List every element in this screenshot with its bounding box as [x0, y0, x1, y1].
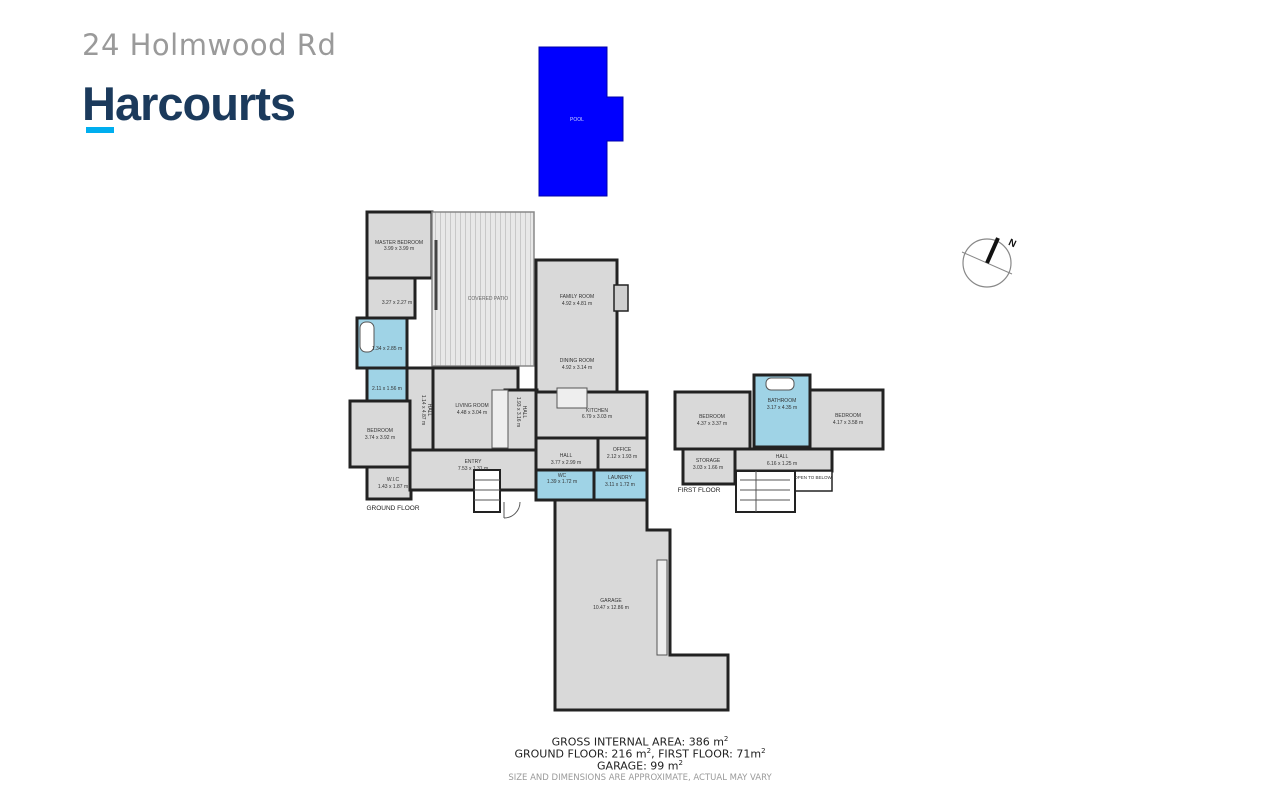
bathroom-first-dim: 3.17 x 4.35 m: [767, 405, 797, 411]
first-floor-details: [740, 377, 795, 512]
bedroom-first-2-label: BEDROOM: [835, 413, 861, 419]
north-compass-icon: N: [961, 237, 1018, 288]
walk-in-closet-label: W.I.C: [387, 477, 400, 483]
bathroom-dim: 1.34 x 2.85 m: [372, 346, 402, 352]
hall-first-label: HALL: [776, 454, 789, 460]
ground-floor-plan: [348, 210, 730, 712]
laundry-label: LAUNDRY: [608, 475, 632, 481]
covered-patio: [431, 211, 535, 367]
hall-mid-dim: 1.93 x 3.16 m: [515, 397, 521, 427]
brand-logo-accent: [86, 127, 114, 133]
hall-ground-dim: 3.77 x 2.99 m: [551, 460, 581, 466]
bedroom-first-1-dim: 4.37 x 3.37 m: [697, 421, 727, 427]
dining-room-label: DINING ROOM: [560, 358, 594, 364]
dining-room-dim: 4.92 x 3.14 m: [562, 365, 592, 371]
kitchen-label: KITCHEN: [586, 408, 608, 414]
covered-patio-label: COVERED PATIO: [468, 296, 508, 302]
family-room-dim: 4.92 x 4.81 m: [562, 301, 592, 307]
toilet: [365, 366, 409, 403]
hall-left-dim: 1.14 x 4.87 m: [420, 395, 426, 425]
hall-ground-label: HALL: [560, 453, 573, 459]
entry-dim: 7.53 x 1.31 m: [458, 466, 488, 472]
bedroom-first-2-dim: 4.17 x 3.58 m: [833, 420, 863, 426]
storage-label: STORAGE: [696, 458, 721, 464]
ground-floor-label: GROUND FLOOR: [366, 505, 419, 512]
ensuite-dim: 3.27 x 2.27 m: [382, 300, 412, 306]
open-to-below: [794, 470, 833, 492]
hall-left-label: HALL: [426, 404, 432, 417]
property-address: 24 Holmwood Rd: [82, 28, 337, 62]
office: [596, 436, 649, 472]
living-room-dim: 4.48 x 3.04 m: [457, 410, 487, 416]
office-dim: 2.12 x 1.93 m: [607, 454, 637, 460]
garage-label: GARAGE: [600, 598, 622, 604]
walk-in-closet: [365, 465, 413, 501]
laundry-dim: 3.11 x 1.72 m: [605, 482, 635, 488]
family-room-label: FAMILY ROOM: [560, 294, 594, 300]
master-bedroom-label: MASTER BEDROOM: [375, 240, 423, 246]
floor-plan-details: [359, 240, 668, 656]
brand-logo: Harcourts: [82, 77, 296, 130]
pool: POOL: [538, 46, 624, 197]
ensuite: [365, 276, 417, 320]
family-dining-room: [534, 258, 619, 394]
hall-first: [733, 447, 834, 473]
hall-mid-label: HALL: [521, 406, 527, 419]
gross-area: GROSS INTERNAL AREA: 386 m2: [551, 735, 729, 749]
kitchen-dim: 6.79 x 3.03 m: [582, 414, 612, 420]
open-to-below-label: OPEN TO BELOW: [794, 475, 832, 480]
bedroom-first-1: [673, 390, 752, 451]
hall-first-dim: 6.16 x 1.25 m: [767, 461, 797, 467]
bedroom-ground: [348, 399, 412, 469]
bedroom-first-2: [808, 388, 885, 451]
bedroom-first-1-label: BEDROOM: [699, 414, 725, 420]
entry-label: ENTRY: [465, 459, 483, 465]
office-label: OFFICE: [613, 447, 632, 453]
master-bedroom-dim: 3.99 x 3.99 m: [384, 246, 414, 252]
pool-label: POOL: [570, 117, 584, 123]
bathroom-first-label: BATHROOM: [768, 398, 797, 404]
living-room-label: LIVING ROOM: [455, 403, 488, 409]
first-floor-label: FIRST FLOOR: [678, 487, 721, 494]
disclaimer: SIZE AND DIMENSIONS ARE APPROXIMATE, ACT…: [508, 773, 772, 783]
garage-area: GARAGE: 99 m2: [597, 759, 683, 773]
garage: [553, 498, 730, 712]
entry-stair: [473, 469, 501, 513]
toilet-dim: 2.11 x 1.56 m: [372, 386, 402, 392]
storage-dim: 3.03 x 1.66 m: [693, 465, 723, 471]
room-labels: MASTER BEDROOM 3.99 x 3.99 m 3.27 x 2.27…: [365, 240, 863, 611]
north-label: N: [1006, 237, 1017, 250]
walk-in-closet-dim: 1.43 x 1.87 m: [378, 484, 408, 490]
first-floor-stair: [735, 470, 796, 513]
fireplace: [613, 284, 629, 312]
bedroom-ground-label: BEDROOM: [367, 428, 393, 434]
toilet-2-label: WC: [558, 473, 567, 479]
garage-dim: 10.47 x 12.86 m: [593, 605, 629, 611]
first-floor-plan: [673, 373, 885, 513]
floor-areas: GROUND FLOOR: 216 m2, FIRST FLOOR: 71m2: [514, 747, 766, 761]
bedroom-ground-dim: 3.74 x 3.92 m: [365, 435, 395, 441]
toilet-2-dim: 1.39 x 1.72 m: [547, 479, 577, 485]
